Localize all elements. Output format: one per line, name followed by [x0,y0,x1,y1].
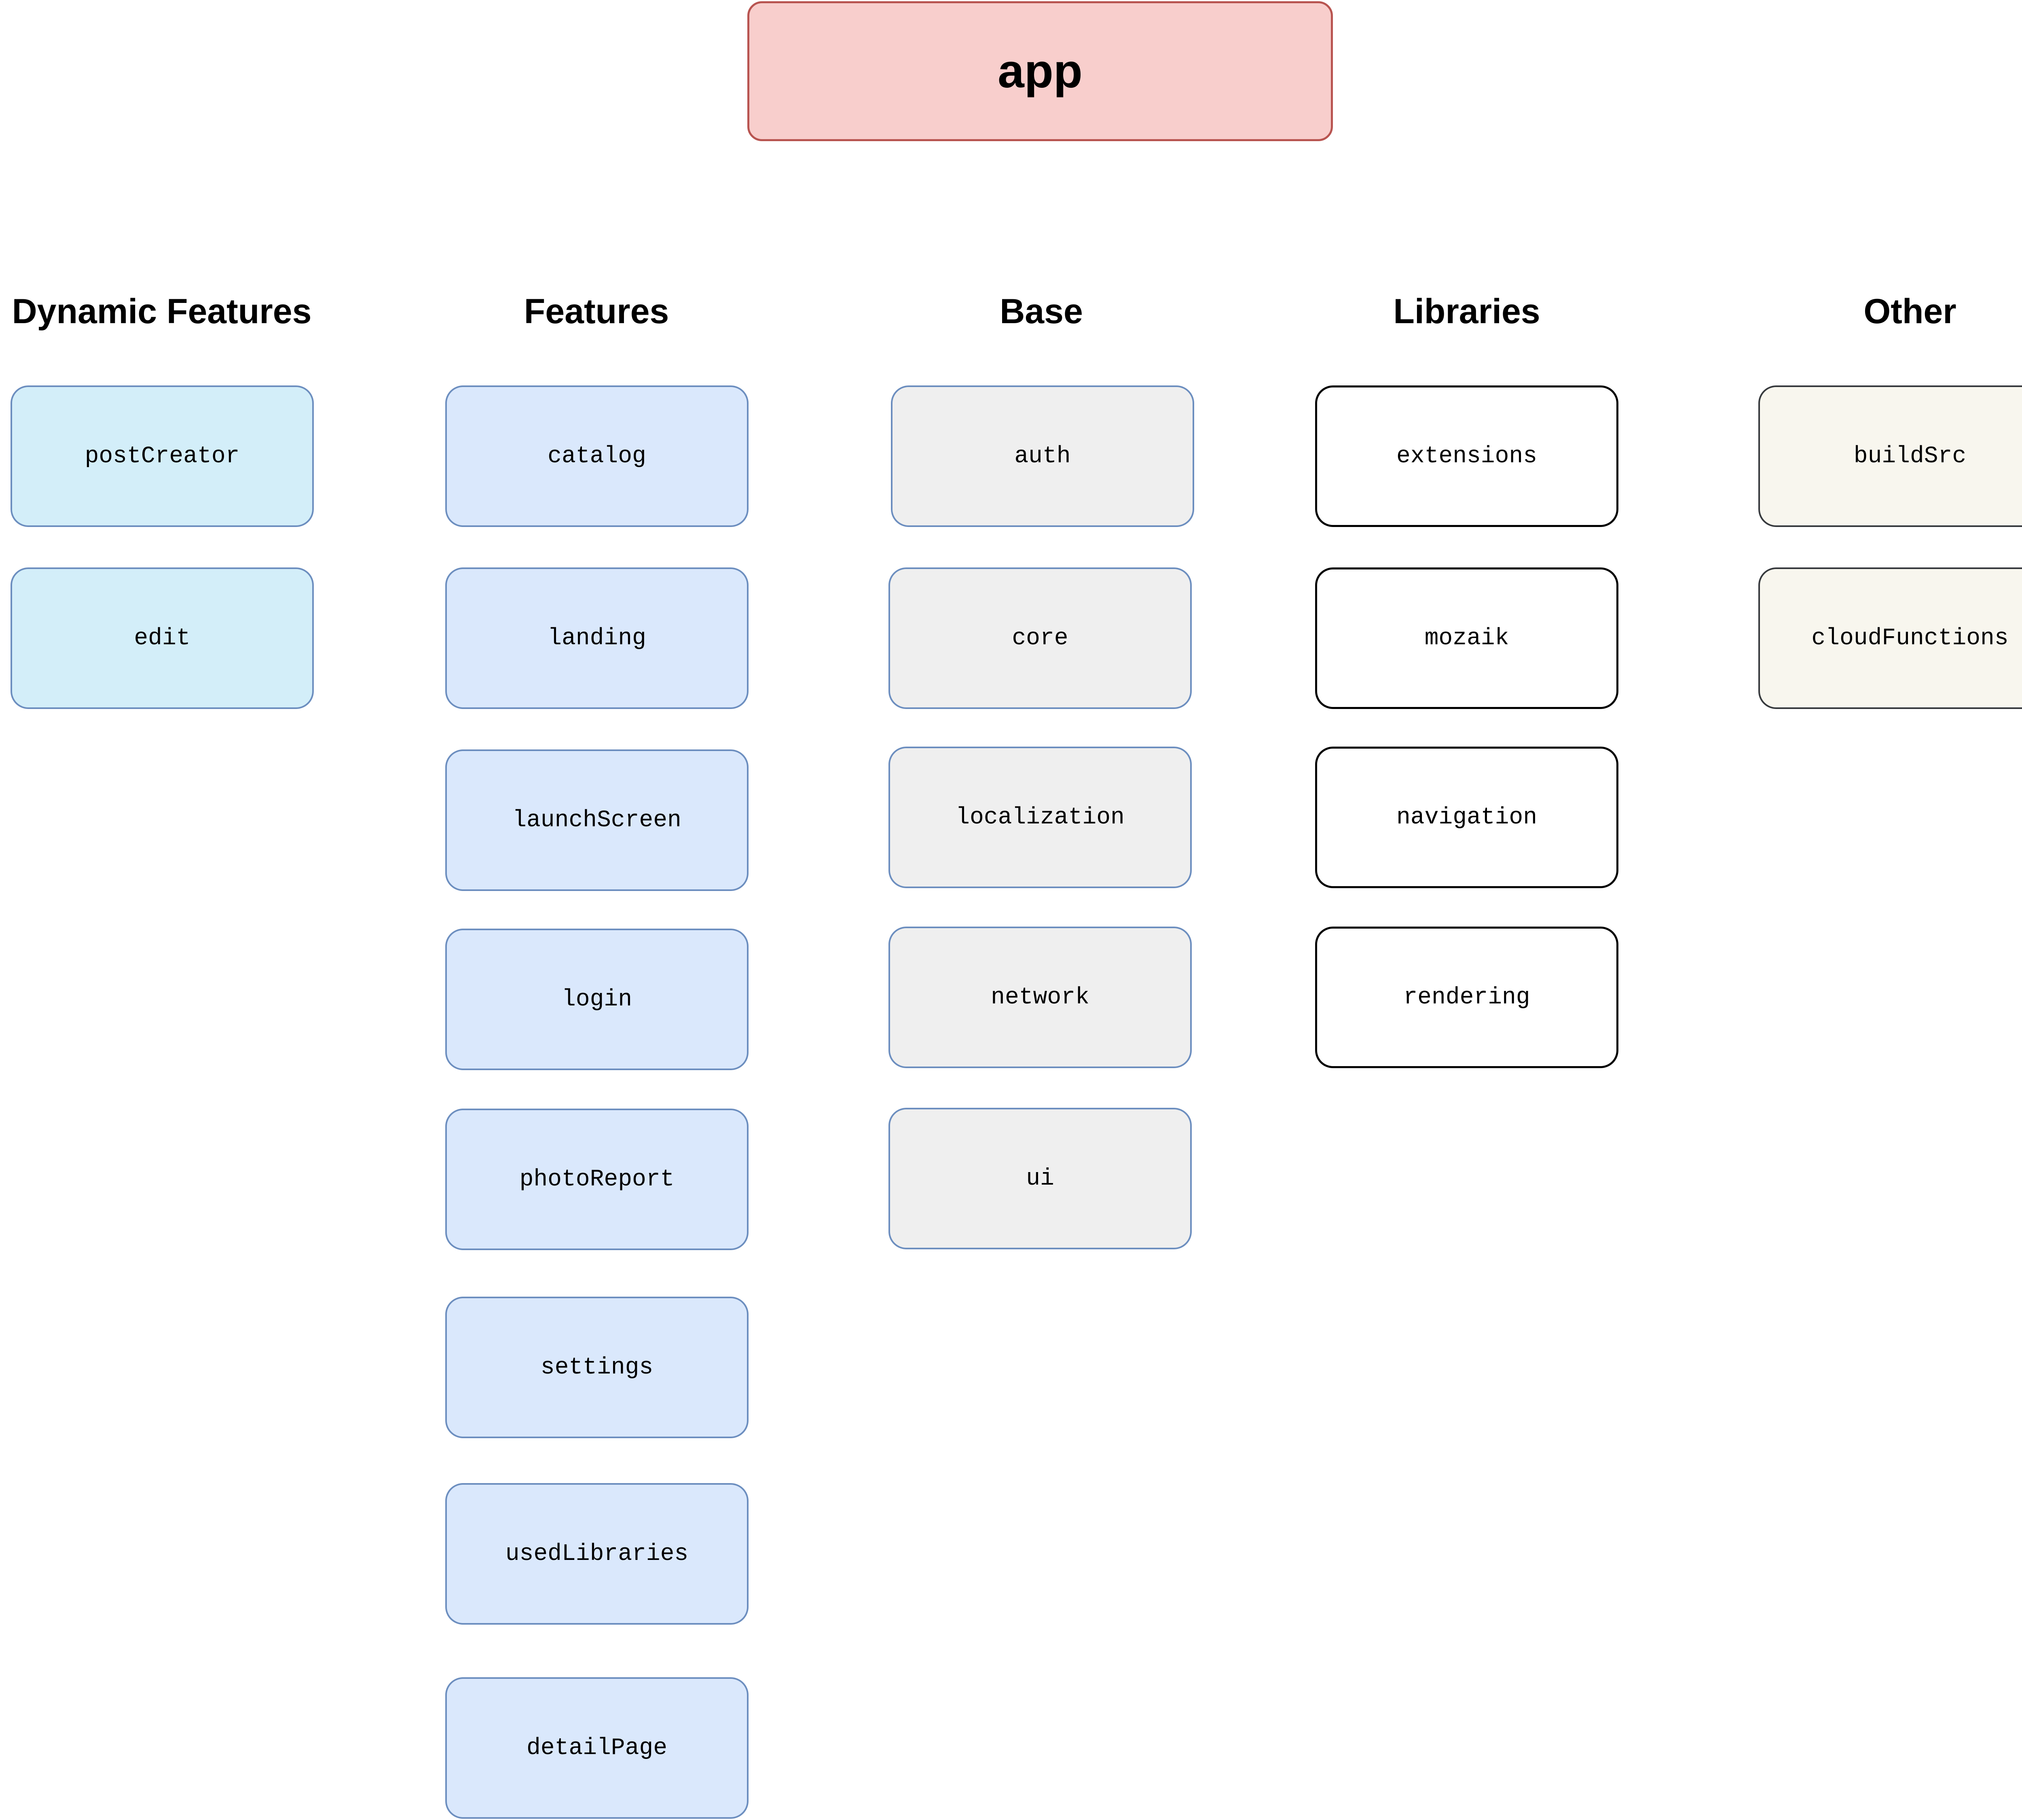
module-cloudfunctions[interactable]: cloudFunctions [1758,567,2022,709]
app-node-label: app [998,44,1083,98]
module-extensions[interactable]: extensions [1315,385,1618,527]
module-detailpage[interactable]: detailPage [445,1677,749,1819]
module-label: extensions [1396,443,1538,470]
module-launchscreen[interactable]: launchScreen [445,749,749,891]
module-label: mozaik [1424,625,1509,652]
module-label: settings [540,1354,654,1381]
heading-dynamic-features: Dynamic Features [12,292,312,331]
heading-features: Features [524,292,669,331]
module-catalog[interactable]: catalog [445,385,749,527]
module-landing[interactable]: landing [445,567,749,709]
heading-base: Base [1000,292,1083,331]
module-label: login [561,986,632,1013]
module-label: auth [1014,443,1071,470]
module-settings[interactable]: settings [445,1297,749,1438]
module-login[interactable]: login [445,929,749,1070]
module-edit[interactable]: edit [11,567,314,709]
module-label: detailPage [526,1735,668,1761]
module-auth[interactable]: auth [891,385,1194,527]
heading-libraries: Libraries [1393,292,1540,331]
module-postcreator[interactable]: postCreator [11,385,314,527]
module-label: catalog [548,443,646,470]
module-label: buildSrc [1853,443,1967,470]
module-label: navigation [1396,804,1538,831]
module-label: landing [548,625,646,652]
module-label: usedLibraries [505,1541,689,1567]
module-navigation[interactable]: navigation [1315,747,1618,888]
module-label: localization [956,804,1125,831]
module-mozaik[interactable]: mozaik [1315,567,1618,709]
module-rendering[interactable]: rendering [1315,927,1618,1068]
module-usedlibraries[interactable]: usedLibraries [445,1483,749,1625]
module-buildsrc[interactable]: buildSrc [1758,385,2022,527]
module-localization[interactable]: localization [888,747,1192,888]
module-network[interactable]: network [888,927,1192,1068]
module-ui[interactable]: ui [888,1108,1192,1249]
module-label: launchScreen [512,807,681,834]
module-label: core [1012,625,1068,652]
module-label: photoReport [519,1166,675,1193]
module-label: ui [1026,1165,1054,1192]
module-label: network [991,984,1089,1011]
app-node[interactable]: app [747,1,1333,141]
module-photoreport[interactable]: photoReport [445,1109,749,1250]
module-label: postCreator [85,443,240,470]
module-core[interactable]: core [888,567,1192,709]
heading-other: Other [1863,292,1956,331]
module-label: rendering [1403,984,1530,1011]
module-label: cloudFunctions [1811,625,2009,652]
module-label: edit [134,625,190,652]
